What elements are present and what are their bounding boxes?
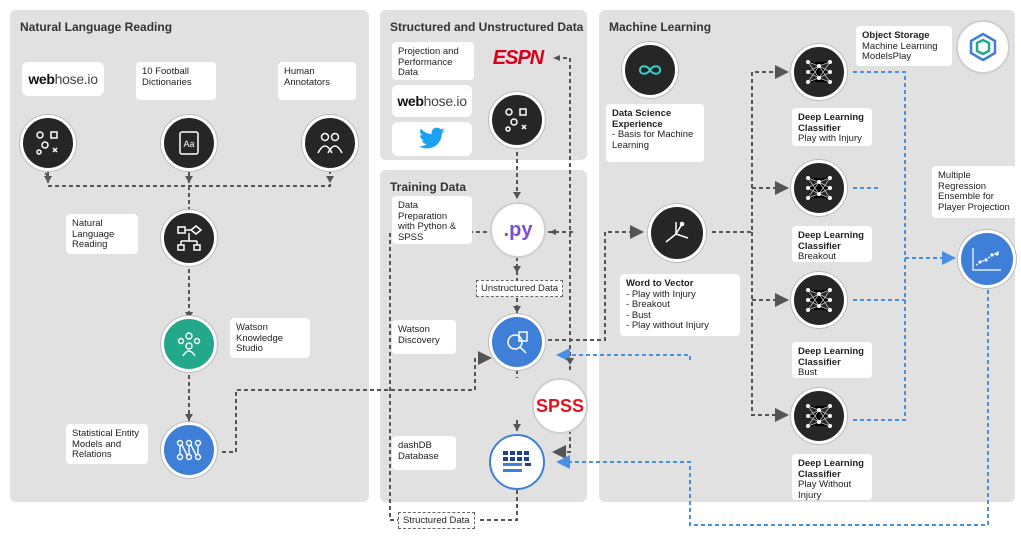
w2v-item: Bust xyxy=(626,310,734,322)
svg-text:Aa: Aa xyxy=(183,139,194,149)
watson-discovery-node[interactable] xyxy=(489,314,545,370)
w2v-title: Word to Vector xyxy=(626,278,694,289)
watson-icon xyxy=(177,332,201,357)
multiple-regression-node[interactable] xyxy=(958,230,1016,288)
twitter-logo xyxy=(392,122,472,156)
dl2-title: Deep Learning Classifier xyxy=(798,230,864,252)
graph-icon xyxy=(36,131,58,155)
data-science-item: Basis for Machine Learning xyxy=(612,129,698,151)
wks-label: Watson Knowledge Studio xyxy=(230,318,310,358)
people-icon xyxy=(317,132,343,154)
human-annotators-label: Human Annotators xyxy=(278,62,356,100)
dl3-title: Deep Learning Classifier xyxy=(798,346,864,368)
data-science-title: Data Science Experience xyxy=(612,108,672,130)
dl1-title: Deep Learning Classifier xyxy=(798,112,864,134)
discovery-label: Watson Discovery xyxy=(392,320,456,354)
structured-data-label: Structured Data xyxy=(398,512,475,529)
dl4-sub: Play Without Injury xyxy=(798,479,852,501)
twitter-icon xyxy=(418,127,445,149)
dl4-title: Deep Learning Classifier xyxy=(798,458,864,480)
ml-panel-title: Machine Learning xyxy=(609,20,712,34)
data-science-node[interactable] xyxy=(622,42,678,98)
watson-knowledge-studio-node[interactable] xyxy=(161,316,217,372)
spss-node[interactable]: SPSS xyxy=(532,378,588,434)
espn-logo: ESPN xyxy=(482,44,554,72)
dl-classifier-2-label: Deep Learning Classifier Breakout xyxy=(792,226,872,262)
dl-classifier-1-label: Deep Learning Classifier Play with Injur… xyxy=(792,108,872,146)
sud-panel-title: Structured and Unstructured Data xyxy=(390,20,584,34)
book-node[interactable]: Aa xyxy=(161,115,217,171)
w2v-item: Play with Injury xyxy=(626,289,734,301)
discovery-icon xyxy=(507,331,528,354)
nlr-label: Natural Language Reading xyxy=(66,214,138,254)
dl-classifier-3-node[interactable] xyxy=(791,272,847,328)
neural-net-icon xyxy=(806,60,832,84)
statistical-entity-node[interactable] xyxy=(161,422,217,478)
python-node[interactable]: .py xyxy=(490,202,546,258)
chart-icon xyxy=(972,248,1001,271)
webhose-logo-sud: webhose.io xyxy=(392,85,472,117)
espn-logo-text: ESPN xyxy=(492,46,544,69)
neural-net-icon xyxy=(806,288,832,312)
multiple-regression-label: Multiple Regression Ensemble for Player … xyxy=(932,166,1016,218)
neural-net-icon xyxy=(806,404,832,428)
dashdb-node[interactable] xyxy=(489,434,545,490)
python-text: .py xyxy=(503,218,533,241)
graph-node[interactable] xyxy=(20,115,76,171)
projection-performance-label: Projection and Performance Data xyxy=(392,42,474,80)
graph-icon xyxy=(505,108,527,132)
webhose-logo-text: webhose.io xyxy=(28,71,98,87)
object-storage-label: Object Storage Machine Learning ModelsPl… xyxy=(856,26,952,66)
dl2-sub: Breakout xyxy=(798,251,837,262)
data-science-label: Data Science Experience Basis for Machin… xyxy=(606,104,704,162)
database-icon xyxy=(503,451,531,472)
webhose-logo: webhose.io xyxy=(22,62,104,96)
book-icon: Aa xyxy=(179,131,199,155)
training-panel-title: Training Data xyxy=(390,180,467,194)
network-icon xyxy=(176,439,202,461)
data-prep-label: Data Preparation with Python & SPSS xyxy=(392,196,472,244)
people-node[interactable] xyxy=(302,115,358,171)
dashdb-label: dashDB Database xyxy=(392,436,456,470)
infinity-icon xyxy=(638,65,662,75)
dl3-sub: Bust xyxy=(798,367,818,378)
webhose-logo-sud-text: webhose.io xyxy=(397,93,467,109)
dl1-sub: Play with Injury xyxy=(798,133,862,144)
cube-icon xyxy=(969,32,997,62)
sud-graph-node[interactable] xyxy=(489,92,545,148)
statistical-entity-label: Statistical Entity Models and Relations xyxy=(66,424,148,464)
spss-text: SPSS xyxy=(535,395,585,416)
dl-classifier-4-node[interactable] xyxy=(791,388,847,444)
flowchart-icon xyxy=(177,225,203,251)
w2v-item: Play without Injury xyxy=(626,320,734,332)
word-to-vector-node[interactable] xyxy=(648,204,706,262)
w2v-item: Breakout xyxy=(626,299,734,311)
football-dictionaries-label: 10 Football Dictionaries xyxy=(136,62,216,100)
unstructured-data-label: Unstructured Data xyxy=(476,280,564,297)
dl-classifier-3-label: Deep Learning Classifier Bust xyxy=(792,342,872,378)
flowchart-node[interactable] xyxy=(161,210,217,266)
object-storage-title: Object Storage xyxy=(862,30,930,41)
object-storage-node[interactable] xyxy=(956,20,1010,74)
neural-net-icon xyxy=(806,176,832,200)
vector-icon xyxy=(665,221,689,243)
dl-classifier-2-node[interactable] xyxy=(791,160,847,216)
dl-classifier-1-node[interactable] xyxy=(791,44,847,100)
nlr-panel-title: Natural Language Reading xyxy=(20,20,173,34)
dl-classifier-4-label: Deep Learning Classifier Play Without In… xyxy=(792,454,872,500)
word-to-vector-label: Word to Vector Play with Injury Breakout… xyxy=(620,274,740,336)
object-storage-sub: Machine Learning ModelsPlay xyxy=(862,40,938,62)
